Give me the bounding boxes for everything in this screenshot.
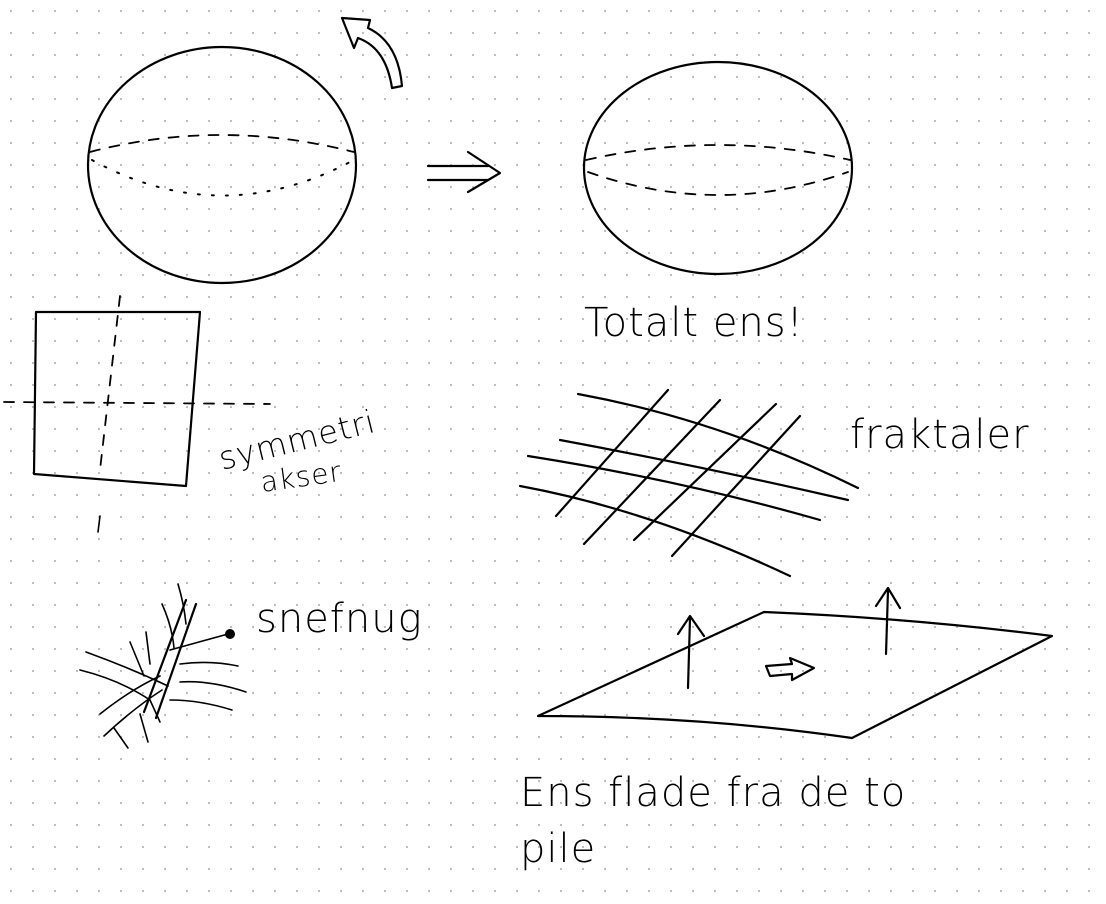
square-outline — [32, 310, 202, 488]
vertical-symmetry-axis — [99, 295, 121, 471]
axis-tick-bottom — [97, 515, 101, 533]
fractals-note: fraktaler — [850, 412, 1030, 458]
rotation-arrow-icon — [340, 16, 404, 90]
sphere-outline-left — [86, 45, 358, 285]
up-arrow-left — [676, 614, 706, 690]
snowflake-figure — [79, 583, 247, 749]
square-symmetry-figure — [3, 295, 271, 533]
same-surface-note-line1: Ens flade fra de to — [520, 770, 906, 816]
surface-with-arrows-figure — [536, 586, 1054, 740]
fractal-grid-figure — [518, 388, 860, 578]
total-same-note: Totalt ens! — [584, 300, 804, 346]
sphere-outline-right — [582, 60, 854, 276]
sphere-before-rotation — [86, 16, 404, 285]
implies-arrow-icon — [426, 150, 502, 194]
snowflake-dot — [225, 629, 235, 639]
sphere-after-rotation — [582, 60, 854, 276]
equator-back-right — [587, 171, 849, 196]
same-surface-note-line2: pile — [520, 826, 596, 872]
side-arrow-icon — [764, 656, 816, 682]
horizontal-symmetry-axis — [3, 401, 271, 405]
surface-outline — [536, 610, 1054, 740]
up-arrow-right — [874, 586, 902, 656]
snowflake-note: snefnug — [256, 596, 423, 642]
